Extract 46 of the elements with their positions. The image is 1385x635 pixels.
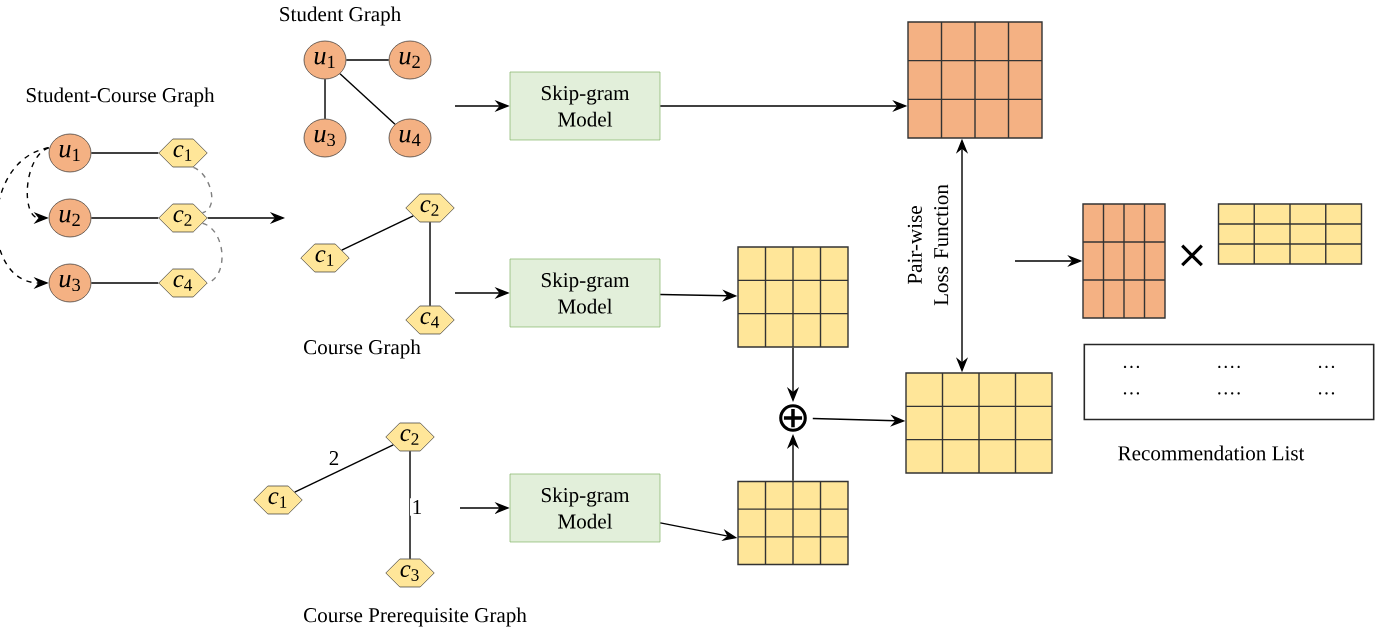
edge-line bbox=[324, 78, 326, 120]
edge-line bbox=[345, 59, 390, 61]
course-hexagon: c$_{1}$ bbox=[158, 138, 208, 168]
matrix-grid bbox=[1082, 203, 1166, 319]
edge-line bbox=[90, 152, 159, 154]
course-hexagon: c$_{1}$ bbox=[253, 485, 303, 515]
graph-title: Student Graph bbox=[280, 6, 401, 26]
node-label: ···· bbox=[1218, 392, 1240, 395]
graph-title: Student-Course Graph bbox=[26, 87, 215, 107]
edge-line bbox=[294, 444, 394, 493]
edge-line bbox=[409, 450, 411, 560]
times-symbol: × bbox=[1181, 244, 1203, 267]
course-hexagon: c$_{2}$ bbox=[385, 422, 435, 452]
edge-line bbox=[90, 282, 159, 284]
matrix-grid bbox=[1217, 203, 1363, 265]
course-hexagon: c$_{1}$ bbox=[300, 243, 350, 273]
edge-label: 2 bbox=[327, 449, 342, 467]
model-box: Skip-gram Model bbox=[509, 473, 661, 543]
edge-line bbox=[341, 215, 414, 251]
dashed-curve bbox=[201, 222, 223, 284]
matrix-grid bbox=[905, 372, 1053, 474]
edge-line bbox=[429, 221, 431, 307]
dashed-curve bbox=[192, 166, 213, 214]
node-label: ··· bbox=[1318, 392, 1335, 395]
graph-title: Course Prerequisite Graph bbox=[304, 607, 527, 627]
matrix-grid bbox=[907, 21, 1043, 139]
node-label: ···· bbox=[1218, 365, 1240, 369]
model-box: Skip-gram Model bbox=[509, 258, 661, 328]
matrix-grid bbox=[737, 246, 849, 348]
node-label: ··· bbox=[1123, 392, 1140, 395]
course-hexagon: c$_{4}$ bbox=[405, 305, 455, 335]
course-hexagon: c$_{3}$ bbox=[385, 558, 435, 588]
node-label: ··· bbox=[1318, 365, 1335, 369]
edge-line bbox=[90, 217, 159, 219]
course-hexagon: c$_{2}$ bbox=[405, 193, 455, 223]
model-box: Skip-gram Model bbox=[509, 71, 661, 141]
edge-label: Pair-wise Loss Function bbox=[906, 168, 950, 322]
course-hexagon: c$_{4}$ bbox=[158, 268, 208, 298]
node-label: ··· bbox=[1123, 365, 1140, 369]
graph-title: Course Graph bbox=[304, 339, 421, 359]
edge-line bbox=[339, 73, 396, 125]
matrix-grid bbox=[737, 480, 849, 566]
course-hexagon: c$_{2}$ bbox=[158, 203, 208, 233]
circled-plus-symbol: ⊕ bbox=[779, 404, 807, 432]
recommendation-list-box: ··· ···· ··· ··· ···· ··· bbox=[1083, 343, 1375, 421]
list-caption: Recommendation List bbox=[1118, 445, 1305, 461]
